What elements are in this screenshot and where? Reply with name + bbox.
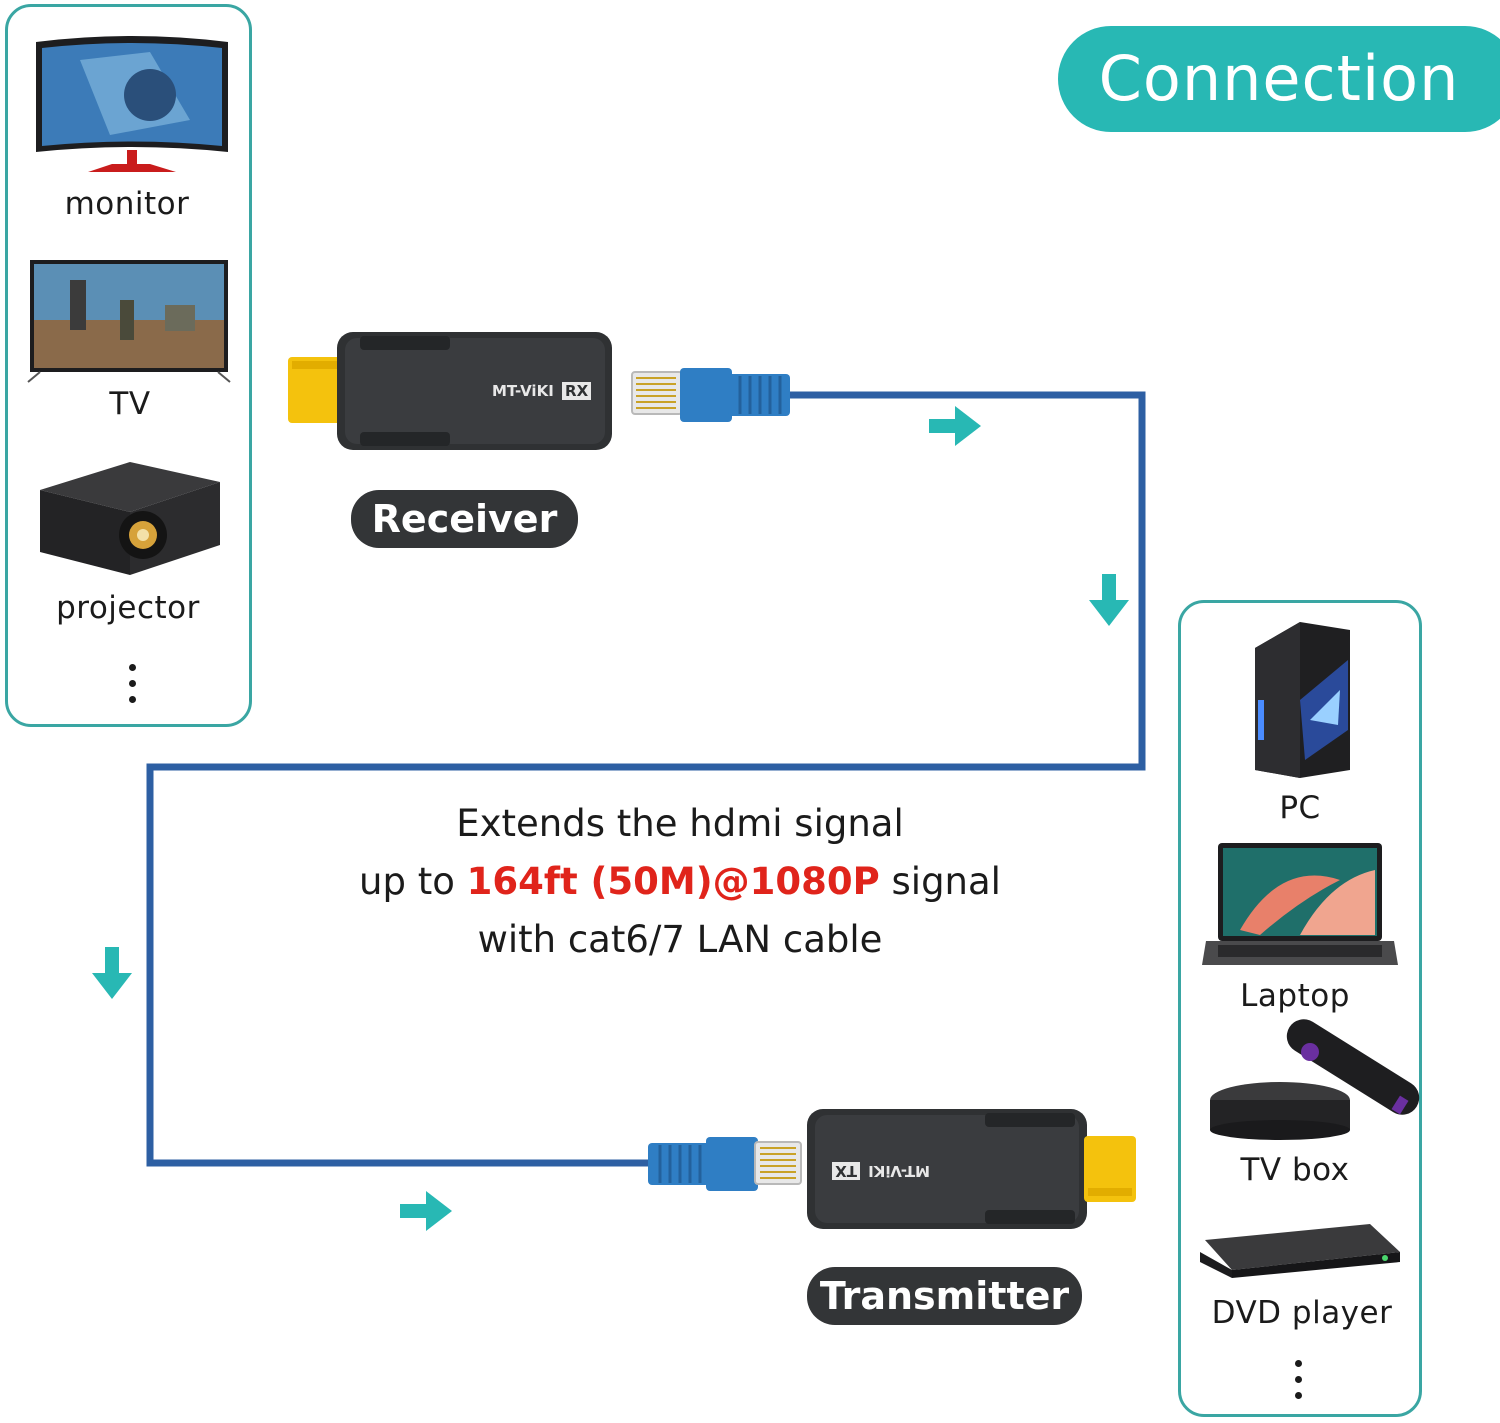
transmitter-label: Transmitter bbox=[807, 1267, 1082, 1325]
device-label-pc: PC bbox=[1279, 790, 1321, 826]
tv-icon bbox=[27, 260, 231, 383]
caption-line-2: up to 164ft (50M)@1080P signal bbox=[340, 853, 1020, 911]
device-label-monitor: monitor bbox=[64, 186, 190, 222]
more-devices-ellipsis bbox=[127, 664, 137, 712]
receiver-brand-text: MT-ViKI bbox=[492, 382, 554, 400]
page-title: Connection bbox=[1098, 42, 1460, 115]
device-label-projector: projector bbox=[56, 590, 200, 626]
caption-line-1: Extends the hdmi signal bbox=[456, 802, 904, 845]
more-devices-ellipsis bbox=[1293, 1360, 1303, 1408]
arrow-right-icon bbox=[929, 406, 981, 446]
arrow-down-icon bbox=[92, 947, 132, 999]
projector-icon bbox=[40, 462, 220, 575]
tv-box-icon bbox=[1210, 1019, 1420, 1140]
device-label-tv: TV bbox=[109, 386, 151, 422]
dvd-player-icon bbox=[1200, 1224, 1400, 1278]
arrow-right-icon bbox=[400, 1191, 452, 1231]
monitor-icon bbox=[36, 36, 228, 172]
device-label-laptop: Laptop bbox=[1240, 978, 1350, 1014]
receiver-tag: RX bbox=[562, 382, 592, 400]
caption-highlight: 164ft (50M)@1080P bbox=[466, 860, 880, 903]
laptop-icon bbox=[1202, 843, 1398, 965]
caption: Extends the hdmi signal up to 164ft (50M… bbox=[340, 795, 1020, 969]
caption-line-2-pre: up to bbox=[359, 860, 467, 903]
device-label-tv-box: TV box bbox=[1240, 1152, 1350, 1188]
caption-line-2-post: signal bbox=[879, 860, 1001, 903]
device-label-dvd-player: DVD player bbox=[1211, 1295, 1393, 1331]
pc-tower-icon bbox=[1255, 622, 1350, 778]
receiver-label: Receiver bbox=[351, 490, 578, 548]
caption-line-3: with cat6/7 LAN cable bbox=[477, 918, 883, 961]
title-banner bbox=[1058, 26, 1500, 132]
receiver-brand: MT-ViKI RX bbox=[492, 382, 592, 400]
arrow-down-icon bbox=[1089, 574, 1129, 626]
